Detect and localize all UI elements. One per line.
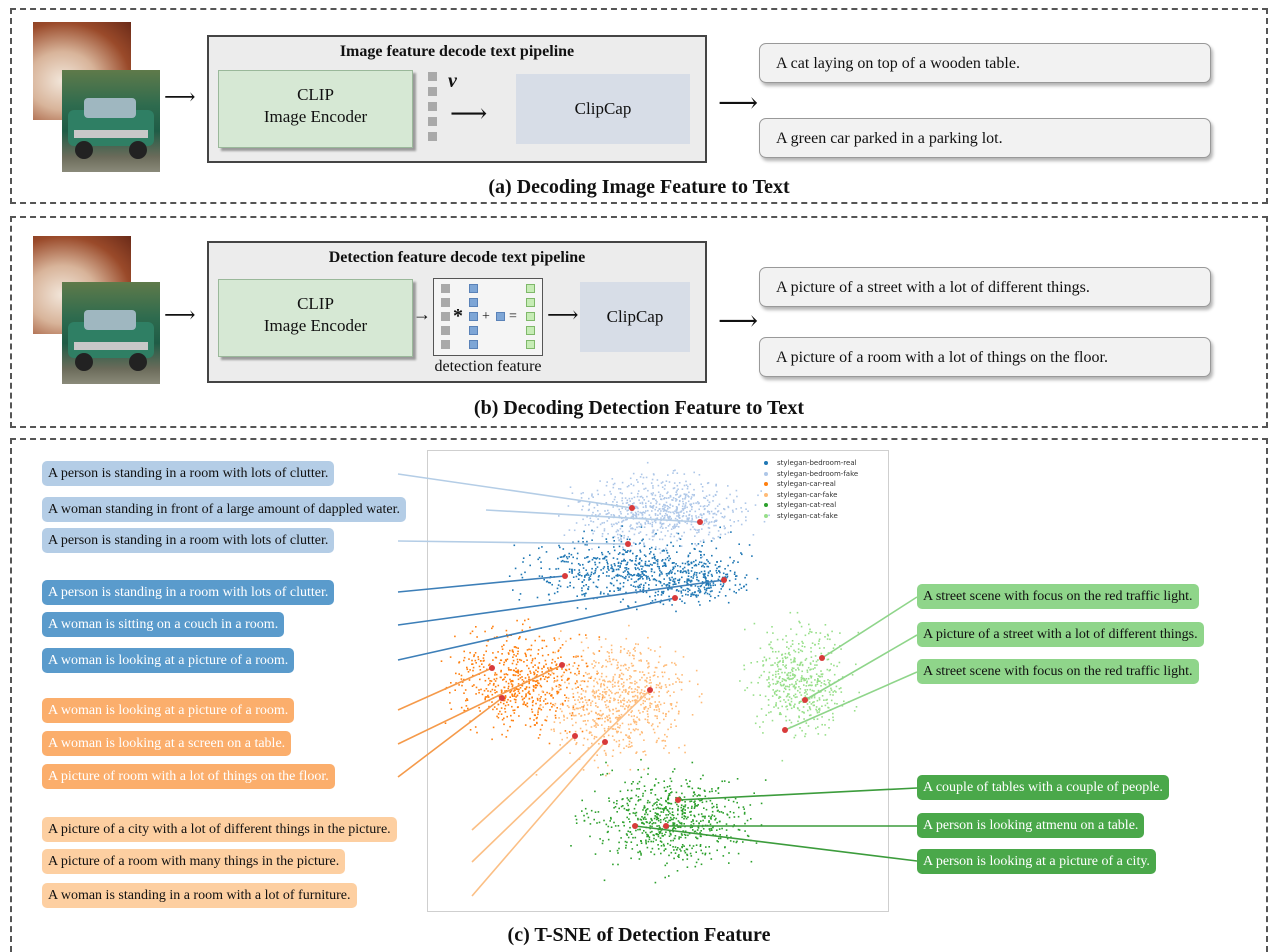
weight-cell: [469, 312, 478, 321]
pipeline-title-b: Detection feature decode text pipeline: [328, 249, 586, 266]
weight-cell: [469, 284, 478, 293]
vector-cell: [441, 284, 450, 293]
encoder-line1-b: CLIP: [297, 294, 334, 313]
vector-cell: [428, 72, 437, 81]
tsne-label-left: A woman is looking at a picture of a roo…: [42, 698, 295, 723]
legend-item: stylegan-cat-fake: [764, 511, 858, 522]
caption-b-1: A picture of a street with a lot of diff…: [759, 267, 1211, 307]
clipcap-a: ClipCap: [516, 74, 690, 144]
panel-c-title: (c) T-SNE of Detection Feature: [507, 924, 771, 946]
car-illustration: [68, 310, 154, 371]
vector-cell: [428, 87, 437, 96]
caption-b-2: A picture of a room with a lot of things…: [759, 337, 1211, 377]
car-illustration: [68, 98, 154, 159]
arrow-vector-to-clipcap-a: ⟶: [450, 99, 488, 128]
arrow-encoder-to-feature-b: →: [413, 304, 431, 324]
arrow-images-to-encoder-a: ⟶: [164, 84, 196, 109]
vector-cell: [441, 340, 450, 349]
tsne-label-right: A picture of a street with a lot of diff…: [917, 622, 1204, 647]
vector-cell: [441, 298, 450, 307]
weight-cell: [469, 340, 478, 349]
tsne-label-left: A woman is sitting on a couch in a room.: [42, 612, 285, 637]
tsne-label-left: A picture of room with a lot of things o…: [42, 764, 335, 789]
output-cell: [526, 284, 535, 293]
tsne-label-left: A woman is looking at a picture of a roo…: [42, 648, 295, 673]
vector-cell: [428, 117, 437, 126]
equals-symbol: =: [509, 309, 517, 324]
panel-c: [10, 438, 1268, 952]
arrow-feature-to-clipcap-b: ⟶: [547, 302, 579, 327]
encoder-line2-a: Image Encoder: [263, 107, 368, 126]
clip-encoder-b: CLIP Image Encoder: [218, 279, 413, 357]
tsne-label-right: A person is looking atmenu on a table.: [917, 813, 1145, 838]
tsne-label-right: A couple of tables with a couple of peop…: [917, 775, 1169, 800]
caption-a-1: A cat laying on top of a wooden table.: [759, 43, 1211, 83]
tsne-label-left: A person is standing in a room with lots…: [42, 580, 335, 605]
vector-symbol: v: [448, 70, 457, 92]
vector-cell: [441, 312, 450, 321]
plus-symbol: +: [482, 309, 490, 324]
multiply-symbol: *: [453, 305, 463, 327]
tsne-label-right: A street scene with focus on the red tra…: [917, 584, 1199, 609]
tsne-label-right: A person is looking at a picture of a ci…: [917, 849, 1156, 874]
legend-item: stylegan-cat-real: [764, 500, 858, 511]
tsne-legend: stylegan-bedroom-real stylegan-bedroom-f…: [764, 458, 858, 521]
caption-a-2: A green car parked in a parking lot.: [759, 118, 1211, 158]
tsne-label-left: A woman is standing in a room with a lot…: [42, 883, 357, 908]
legend-item: stylegan-car-real: [764, 479, 858, 490]
arrow-to-captions-b: ⟶: [718, 306, 759, 337]
panel-a-title: (a) Decoding Image Feature to Text: [488, 176, 790, 198]
panel-a: [10, 8, 1268, 204]
arrow-to-captions-a: ⟶: [718, 88, 759, 119]
output-cell: [526, 312, 535, 321]
pipeline-title-a: Image feature decode text pipeline: [339, 43, 575, 60]
vector-cell: [441, 326, 450, 335]
arrow-images-to-encoder-b: ⟶: [164, 302, 196, 327]
tsne-label-left: A picture of a room with many things in …: [42, 849, 346, 874]
encoder-line1-a: CLIP: [297, 85, 334, 104]
tsne-label-left: A woman standing in front of a large amo…: [42, 497, 406, 522]
weight-cell: [469, 298, 478, 307]
legend-item: stylegan-bedroom-fake: [764, 469, 858, 480]
vector-cell: [428, 132, 437, 141]
tsne-label-left: A woman is looking at a screen on a tabl…: [42, 731, 292, 756]
bias-cell: [496, 312, 505, 321]
clip-encoder-a: CLIP Image Encoder: [218, 70, 413, 148]
encoder-line2-b: Image Encoder: [263, 316, 368, 335]
detection-feature-label: detection feature: [434, 358, 542, 375]
detection-feature-box: [433, 278, 543, 356]
tsne-label-left: A person is standing in a room with lots…: [42, 528, 335, 553]
output-cell: [526, 340, 535, 349]
tsne-label-left: A person is standing in a room with lots…: [42, 461, 335, 486]
output-cell: [526, 326, 535, 335]
panel-b-title: (b) Decoding Detection Feature to Text: [473, 397, 805, 419]
output-cell: [526, 298, 535, 307]
tsne-label-right: A street scene with focus on the red tra…: [917, 659, 1199, 684]
vector-cell: [428, 102, 437, 111]
panel-b: [10, 216, 1268, 428]
clipcap-b: ClipCap: [580, 282, 690, 352]
tsne-label-left: A picture of a city with a lot of differ…: [42, 817, 397, 842]
legend-item: stylegan-car-fake: [764, 490, 858, 501]
legend-item: stylegan-bedroom-real: [764, 458, 858, 469]
weight-cell: [469, 326, 478, 335]
